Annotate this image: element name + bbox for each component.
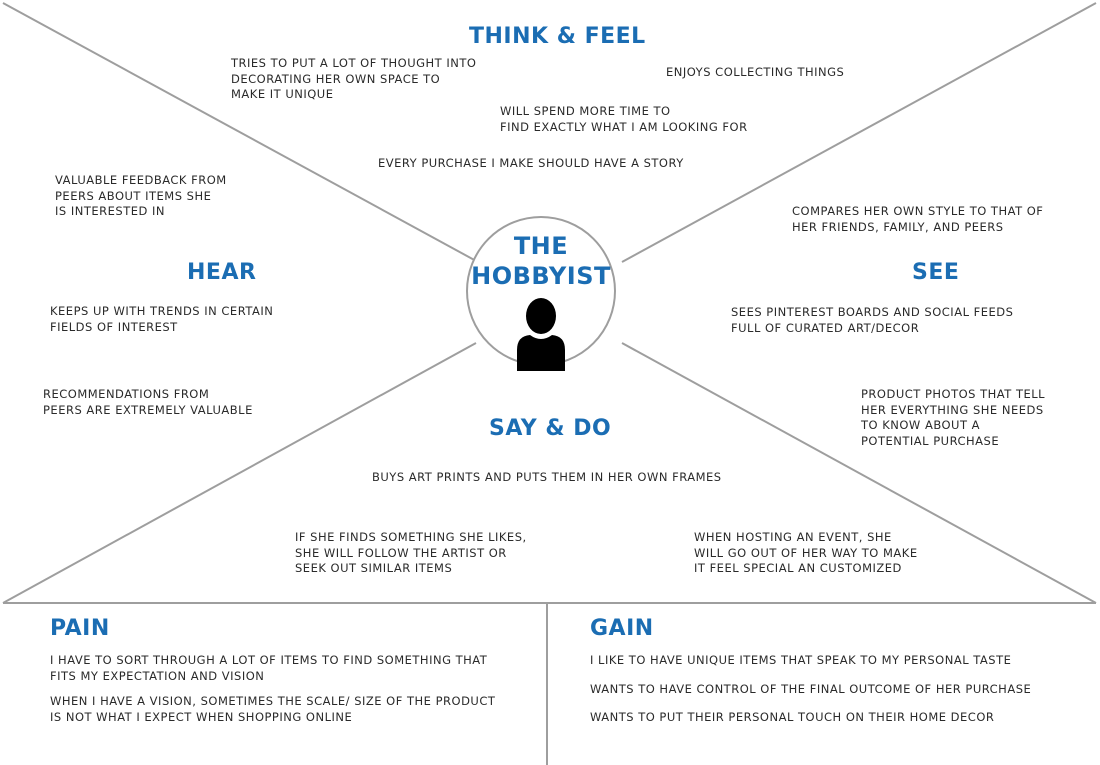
hear-note: RECOMMENDATIONS FROM PEERS ARE EXTREMELY… (43, 387, 253, 418)
note-line: MAKE IT UNIQUE (231, 87, 334, 101)
note-line: PEERS ARE EXTREMELY VALUABLE (43, 402, 253, 417)
note-line: FITS MY EXPECTATION AND VISION (50, 668, 265, 683)
note-line: WILL GO OUT OF HER WAY TO MAKE (694, 545, 918, 560)
note-line: TRIES TO PUT A LOT OF THOUGHT INTO (231, 56, 477, 70)
note-line: KEEPS UP WITH TRENDS IN CERTAIN (50, 304, 274, 318)
note-line: BUYS ART PRINTS AND PUTS THEM IN HER OWN… (372, 470, 722, 484)
note-line: EVERY PURCHASE I MAKE SHOULD HAVE A STOR… (378, 156, 684, 170)
pain-note: I HAVE TO SORT THROUGH A LOT OF ITEMS TO… (50, 653, 487, 684)
say-do-heading: SAY & DO (489, 416, 612, 441)
note-line: WANTS TO HAVE CONTROL OF THE FINAL OUTCO… (590, 682, 1032, 696)
pain-note: WHEN I HAVE A VISION, SOMETIMES THE SCAL… (50, 694, 495, 725)
note-line: DECORATING HER OWN SPACE TO (231, 71, 441, 86)
hear-note: VALUABLE FEEDBACK FROM PEERS ABOUT ITEMS… (55, 173, 227, 220)
note-line: TO KNOW ABOUT A (861, 418, 981, 432)
person-icon (517, 298, 565, 371)
say-do-note: WHEN HOSTING AN EVENT, SHE WILL GO OUT O… (694, 530, 918, 577)
note-line: IS NOT WHAT I EXPECT WHEN SHOPPING ONLIN… (50, 709, 353, 724)
see-note: COMPARES HER OWN STYLE TO THAT OF HER FR… (792, 204, 1043, 235)
note-line: FIND EXACTLY WHAT I AM LOOKING FOR (500, 119, 748, 134)
note-line: RECOMMENDATIONS FROM (43, 387, 210, 401)
note-line: HER EVERYTHING SHE NEEDS (861, 402, 1044, 417)
note-line: FIELDS OF INTEREST (50, 319, 178, 334)
note-line: SEEK OUT SIMILAR ITEMS (295, 561, 453, 575)
persona-title-line1: THE (513, 232, 569, 260)
note-line: HER FRIENDS, FAMILY, AND PEERS (792, 219, 1004, 234)
divider-bottom-left (2, 342, 477, 604)
think-feel-note: EVERY PURCHASE I MAKE SHOULD HAVE A STOR… (378, 156, 684, 172)
divider-top-left (2, 2, 479, 263)
note-line: FULL OF CURATED ART/DECOR (731, 320, 920, 335)
note-line: POTENTIAL PURCHASE (861, 433, 1000, 448)
see-note: PRODUCT PHOTOS THAT TELL HER EVERYTHING … (861, 387, 1045, 449)
note-line: WILL SPEND MORE TIME TO (500, 104, 671, 118)
note-line: WANTS TO PUT THEIR PERSONAL TOUCH ON THE… (590, 710, 995, 724)
gain-note: WANTS TO PUT THEIR PERSONAL TOUCH ON THE… (590, 710, 994, 726)
hear-heading: HEAR (187, 260, 257, 285)
note-line: IT FEEL SPECIAL AN CUSTOMIZED (694, 561, 902, 575)
persona-title-line2: HOBBYIST (471, 262, 611, 290)
note-line: WHEN I HAVE A VISION, SOMETIMES THE SCAL… (50, 694, 496, 708)
note-line: SHE WILL FOLLOW THE ARTIST OR (295, 545, 507, 560)
note-line: IS INTERESTED IN (55, 204, 165, 218)
note-line: I LIKE TO HAVE UNIQUE ITEMS THAT SPEAK T… (590, 653, 1012, 667)
gain-note: WANTS TO HAVE CONTROL OF THE FINAL OUTCO… (590, 682, 1031, 698)
see-heading: SEE (912, 260, 960, 285)
gain-heading: GAIN (590, 616, 654, 641)
think-feel-note: ENJOYS COLLECTING THINGS (666, 65, 844, 81)
pain-heading: PAIN (50, 616, 110, 641)
think-feel-note: WILL SPEND MORE TIME TO FIND EXACTLY WHA… (500, 104, 748, 135)
note-line: VALUABLE FEEDBACK FROM (55, 173, 227, 187)
say-do-note: IF SHE FINDS SOMETHING SHE LIKES, SHE WI… (295, 530, 527, 577)
persona-circle: THE HOBBYIST (466, 216, 616, 366)
note-line: PEERS ABOUT ITEMS SHE (55, 188, 212, 203)
note-line: PRODUCT PHOTOS THAT TELL (861, 387, 1046, 401)
divider-bottom-right (621, 342, 1097, 604)
note-line: SEES PINTEREST BOARDS AND SOCIAL FEEDS (731, 305, 1014, 319)
note-line: ENJOYS COLLECTING THINGS (666, 65, 845, 79)
note-line: I HAVE TO SORT THROUGH A LOT OF ITEMS TO… (50, 653, 488, 667)
gain-note: I LIKE TO HAVE UNIQUE ITEMS THAT SPEAK T… (590, 653, 1011, 669)
think-feel-heading: THINK & FEEL (469, 24, 646, 49)
note-line: WHEN HOSTING AN EVENT, SHE (694, 530, 892, 544)
divider-top-right (621, 2, 1097, 263)
think-feel-note: TRIES TO PUT A LOT OF THOUGHT INTO DECOR… (231, 56, 476, 103)
say-do-note: BUYS ART PRINTS AND PUTS THEM IN HER OWN… (372, 470, 722, 486)
note-line: COMPARES HER OWN STYLE TO THAT OF (792, 204, 1044, 218)
hear-note: KEEPS UP WITH TRENDS IN CERTAIN FIELDS O… (50, 304, 273, 335)
note-line: IF SHE FINDS SOMETHING SHE LIKES, (295, 530, 527, 544)
see-note: SEES PINTEREST BOARDS AND SOCIAL FEEDS F… (731, 305, 1013, 336)
